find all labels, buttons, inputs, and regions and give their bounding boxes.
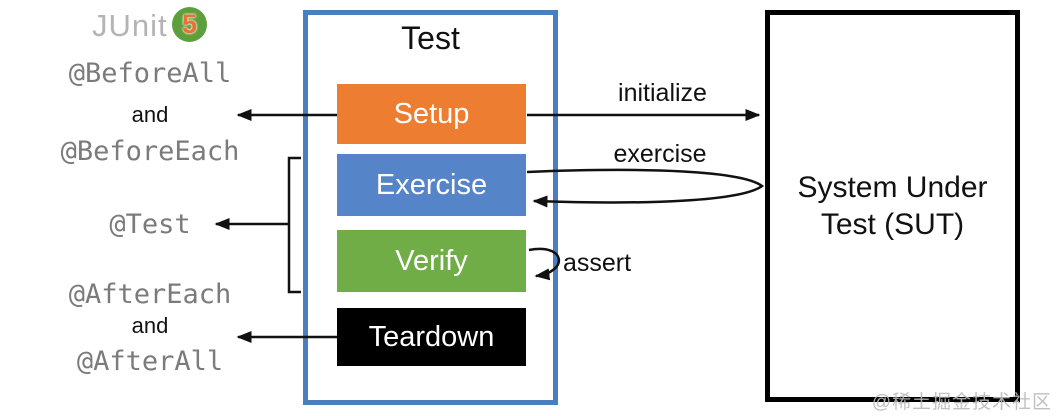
annotation-and-bottom: and [131, 313, 169, 338]
annotation-and-top: and [131, 102, 169, 127]
junit-logo-text: JUnit [92, 8, 168, 43]
label-initialize: initialize [618, 79, 707, 107]
annotation-before-all: @BeforeAll [68, 58, 232, 89]
bracket-exercise-verify [287, 156, 301, 294]
sut-box: System Under Test (SUT) [765, 10, 1020, 402]
annotation-test: @Test [109, 209, 191, 240]
label-assert: assert [563, 249, 632, 277]
annotation-after-all: @AfterAll [76, 346, 224, 377]
phase-exercise: Exercise [337, 154, 526, 216]
sut-label-line1: System Under [797, 171, 988, 204]
phase-setup: Setup [337, 84, 526, 144]
annotation-after-each: @AfterEach [68, 279, 232, 310]
junit5-logo-icon: 5 [172, 7, 207, 42]
test-container-title: Test [401, 20, 460, 56]
sut-label-line2: Test (SUT) [820, 208, 965, 241]
watermark: @稀土掘金技术社区 [871, 392, 1052, 413]
arrow-exercise-loop [526, 168, 765, 208]
phase-verify: Verify [337, 230, 526, 292]
label-exercise: exercise [613, 140, 707, 168]
phase-teardown: Teardown [337, 308, 526, 366]
annotation-before-each: @BeforeEach [60, 136, 240, 167]
